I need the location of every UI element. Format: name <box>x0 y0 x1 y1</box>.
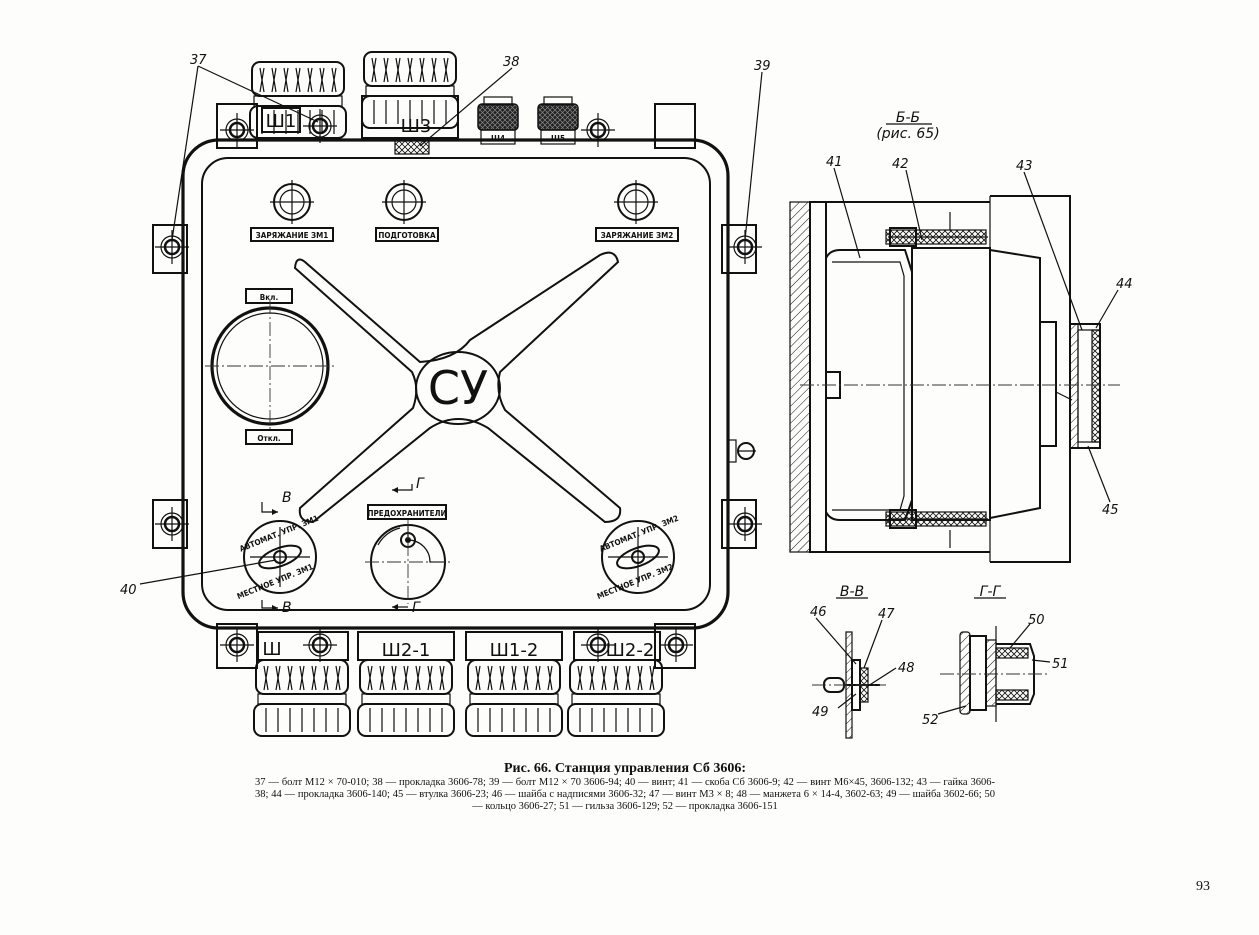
connector-top-sh5[interactable] <box>537 96 579 145</box>
plate-charge-zm2: ЗАРЯЖАНИЕ ЗМ2 <box>601 231 674 240</box>
leader-lines-bb <box>833 167 1119 503</box>
mark-g-bottom: Г <box>412 600 421 616</box>
section-bb-ref: (рис. 65) <box>876 126 939 142</box>
section-bb: Б-Б (рис. 65) <box>789 110 1120 563</box>
figure-caption: Рис. 66. Станция управления Сб 3606: 37 … <box>255 761 995 813</box>
callout-43: 43 <box>1016 159 1033 174</box>
callout-48: 48 <box>898 661 915 676</box>
ground-terminal <box>727 439 756 463</box>
connector-bottom-sh2-1[interactable] <box>357 631 455 737</box>
callout-47: 47 <box>878 607 895 622</box>
figure-legend: 37 — болт М12 × 70-010; 38 — прокладка 3… <box>255 777 995 812</box>
leader-lines-front <box>139 65 763 585</box>
connector-top-sh3[interactable] <box>361 51 459 139</box>
section-vv: В-В <box>812 584 886 739</box>
callout-39: 39 <box>754 59 771 74</box>
mark-g-top: Г <box>416 476 425 492</box>
callout-50: 50 <box>1028 613 1045 628</box>
section-bb-title: Б-Б <box>896 110 920 126</box>
mark-v-bottom: В <box>282 600 292 616</box>
connector-bottom-sh2-1-label: Ш2-1 <box>382 640 431 661</box>
section-gg-title: Г-Г <box>980 584 1002 600</box>
leader-lines-vv <box>815 617 897 709</box>
callout-37: 37 <box>190 53 207 68</box>
plate-off: Откл. <box>257 434 280 443</box>
section-gg: Г-Г <box>940 584 1050 722</box>
plate-fuses: ПРЕДОХРАНИТЕЛИ <box>367 509 446 518</box>
button-charge-zm1[interactable] <box>270 180 314 224</box>
figure-title: Рис. 66. Станция управления Сб 3606: <box>503 761 747 776</box>
connector-top-sh5-label: Ш5 <box>551 134 565 143</box>
connector-bottom-sh[interactable] <box>253 631 351 737</box>
button-charge-zm2[interactable] <box>614 180 658 224</box>
plate-charge-zm1: ЗАРЯЖАНИЕ ЗМ1 <box>256 231 329 240</box>
connector-bottom-sh2-2-label: Ш2-2 <box>606 640 655 661</box>
fuse-holder[interactable] <box>365 520 450 604</box>
callout-42: 42 <box>892 157 909 172</box>
connector-top-sh1[interactable] <box>249 61 347 139</box>
leader-lines-gg <box>937 623 1051 715</box>
connector-top-sh1-label: Ш1 <box>266 111 297 132</box>
section-vv-title: В-В <box>840 584 864 600</box>
callout-41: 41 <box>826 155 843 170</box>
callout-51: 51 <box>1052 657 1069 672</box>
gasket-38 <box>394 139 430 155</box>
control-station-front-view: СУ ЗАРЯЖАНИЕ ЗМ1 ПОДГОТОВКА ЗАРЯЖАНИЕ ЗМ… <box>152 51 764 737</box>
callout-38: 38 <box>503 55 520 70</box>
callout-40: 40 <box>120 583 137 598</box>
connector-bottom-sh1-2-label: Ш1-2 <box>490 640 539 661</box>
callout-45: 45 <box>1102 503 1119 518</box>
connector-bottom-sh-label: Ш <box>262 639 281 660</box>
connector-bottom-sh2-2[interactable] <box>567 631 665 737</box>
callout-49: 49 <box>812 705 829 720</box>
callout-44: 44 <box>1116 277 1133 292</box>
mark-v-top: В <box>282 490 292 506</box>
plate-preparation: ПОДГОТОВКА <box>378 231 436 240</box>
connector-top-sh3-label: Ш3 <box>401 116 432 137</box>
box-label: СУ <box>428 361 488 415</box>
breaker-window[interactable] <box>205 300 335 432</box>
page-number: 93 <box>1196 879 1210 894</box>
x-rib <box>293 251 622 524</box>
plate-on: Вкл. <box>260 293 278 302</box>
button-preparation[interactable] <box>382 180 426 224</box>
connector-top-sh4[interactable] <box>477 96 519 145</box>
connector-bottom-sh1-2[interactable] <box>465 631 563 737</box>
connector-top-sh4-label: Ш4 <box>491 134 505 143</box>
callout-52: 52 <box>922 713 939 728</box>
callout-46: 46 <box>810 605 827 620</box>
